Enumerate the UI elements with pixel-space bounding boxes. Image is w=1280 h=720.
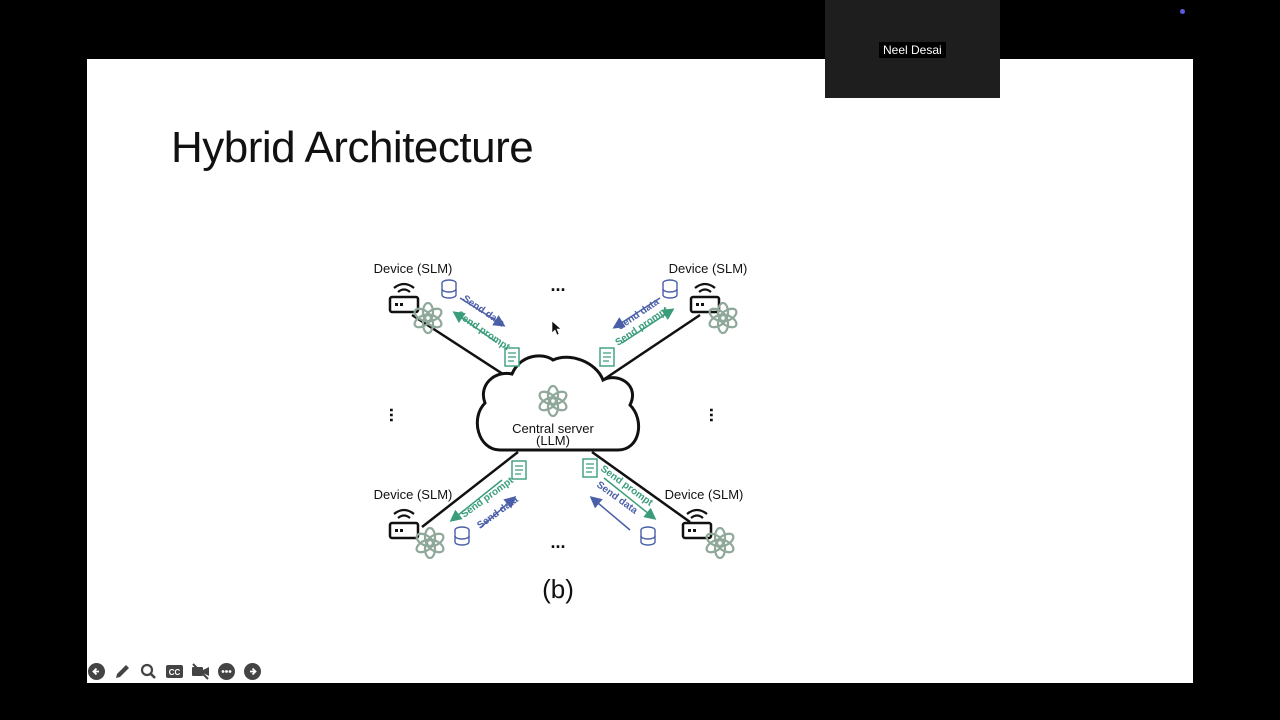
status-dot-icon [1180, 9, 1185, 14]
link-bottom-left [421, 451, 519, 528]
device-label-bottom-right: Device (SLM) [665, 487, 744, 502]
video-off-icon[interactable] [191, 662, 210, 681]
forward-arrow-icon[interactable] [243, 662, 262, 681]
participant-name: Neel Desai [879, 42, 946, 58]
svg-text:CC: CC [169, 668, 181, 677]
database-icon [441, 279, 457, 299]
ellipsis-top: ... [550, 275, 565, 295]
database-icon [662, 279, 678, 299]
ellipsis-bottom: ... [550, 532, 565, 552]
router-icon [681, 508, 713, 540]
device-label-bottom-left: Device (SLM) [374, 487, 453, 502]
prompt-document-icon [582, 458, 598, 478]
link-top-right [599, 313, 701, 384]
prompt-document-icon [504, 347, 520, 367]
closed-captions-icon[interactable]: CC [165, 662, 184, 681]
diagram-caption: (b) [542, 574, 574, 604]
more-options-icon[interactable] [217, 662, 236, 681]
router-icon [388, 508, 420, 540]
presentation-slide: Hybrid Architecture [87, 59, 1193, 683]
magnifier-icon[interactable] [139, 662, 158, 681]
device-label-top-left: Device (SLM) [374, 261, 453, 276]
prompt-document-icon [511, 460, 527, 480]
device-label-top-right: Device (SLM) [669, 261, 748, 276]
back-arrow-icon[interactable] [87, 662, 106, 681]
participant-video-tile[interactable]: Neel Desai [825, 0, 1000, 98]
server-label: Central server [512, 421, 594, 436]
link-top-left [411, 313, 513, 382]
link-bottom-right [591, 450, 691, 524]
mouse-cursor-icon [551, 320, 562, 336]
router-icon [388, 282, 420, 314]
ellipsis-right: ... [706, 407, 726, 422]
database-icon [454, 526, 470, 546]
presentation-toolbar: CC [87, 660, 262, 682]
slide-title: Hybrid Architecture [171, 123, 534, 172]
prompt-document-icon [599, 347, 615, 367]
connection-lines [411, 313, 701, 528]
ellipsis-left: ... [386, 407, 406, 422]
database-icon [640, 526, 656, 546]
pen-icon[interactable] [113, 662, 132, 681]
server-sublabel: (LLM) [536, 433, 570, 448]
